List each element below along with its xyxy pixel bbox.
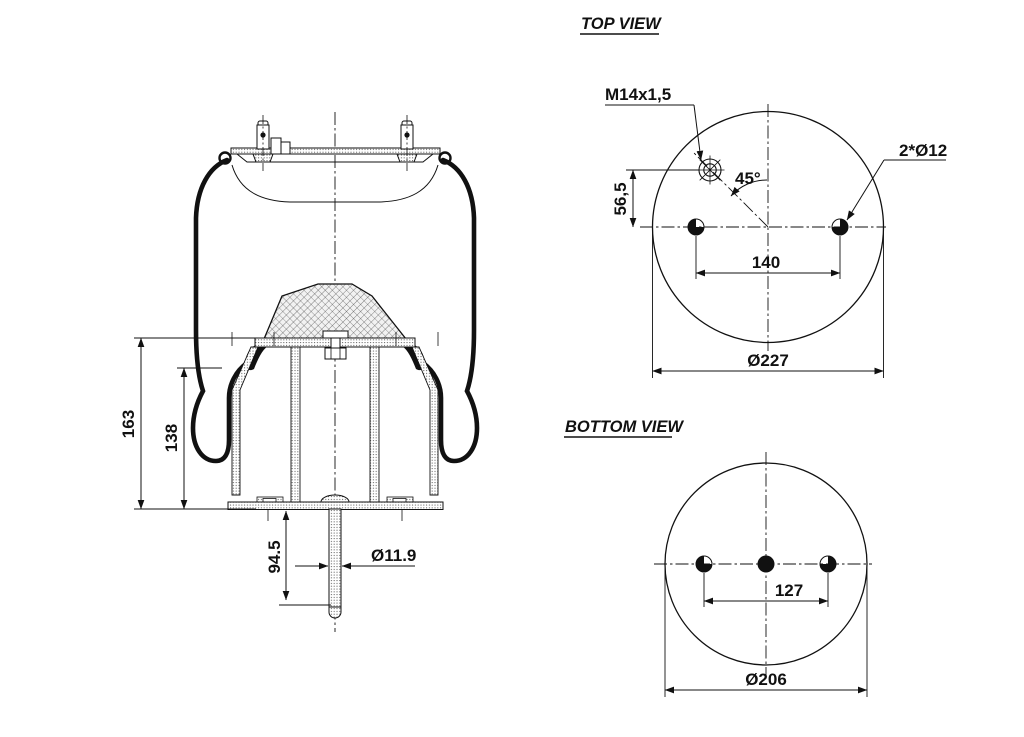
bottom-view-title: BOTTOM VIEW: [565, 418, 684, 436]
dim-height-163: 163: [119, 337, 278, 510]
dim-base-hole-spacing: 127: [703, 573, 829, 607]
piston-bottom-plate: [227, 501, 444, 510]
dim-rod-length-94-5: 94.5: [265, 510, 331, 606]
dim-label-140: 140: [752, 253, 780, 272]
top-view-title: TOP VIEW: [581, 15, 662, 33]
holes-callout: 2*Ø12: [846, 141, 947, 221]
angle-label: 45°: [735, 169, 761, 188]
piston: [227, 330, 444, 521]
stud-hole-left: [687, 218, 705, 236]
mounting-stud-left: [252, 115, 274, 171]
angle-dimension: 45°: [730, 169, 768, 197]
bumper-bolt-nut: [324, 347, 347, 360]
dim-label-94-5: 94.5: [265, 540, 284, 573]
dim-label-163: 163: [119, 410, 138, 438]
rod-hole-center: [757, 555, 775, 573]
air-fitting-port: [695, 155, 725, 185]
thread-callout: M14x1,5: [605, 85, 704, 161]
dim-label-227: Ø227: [747, 351, 789, 370]
bottom-view: BOTTOM VIEW 127 Ø206: [564, 418, 872, 697]
piston-rib-left: [290, 346, 301, 503]
rod-boss-dome: [320, 494, 350, 503]
dim-label-rod-diameter: Ø11.9: [371, 546, 416, 565]
stud-hole-right: [831, 218, 849, 236]
dim-label-127: 127: [775, 581, 803, 600]
dim-fitting-offset: 56,5: [611, 169, 699, 228]
thread-label: M14x1,5: [605, 85, 671, 104]
piston-wall-right: [411, 346, 439, 496]
piston-wall-left: [231, 346, 259, 496]
base-hole-right: [819, 555, 837, 573]
dim-label-206: Ø206: [745, 670, 787, 689]
dim-hole-spacing-140: 140: [695, 236, 841, 279]
base-hole-left: [695, 555, 713, 573]
dim-label-138: 138: [162, 424, 181, 452]
bellows-wall-left: [190, 157, 250, 464]
dim-rod-diameter: Ø11.9: [295, 546, 416, 570]
dim-plate-diameter: Ø227: [652, 230, 884, 378]
holes-label: 2*Ø12: [899, 141, 947, 160]
dim-lobe-height-138: 138: [162, 367, 222, 510]
top-view: TOP VIEW M14x1,5: [580, 15, 947, 378]
bellows-wall-right: [420, 157, 480, 464]
mounting-stud-right: [396, 115, 418, 171]
piston-rib-right: [369, 346, 380, 503]
dim-base-diameter: Ø206: [664, 567, 868, 697]
piston-rod: [328, 508, 342, 619]
bumper-bolt-head: [322, 330, 349, 339]
air-fitting-block: [270, 137, 291, 155]
side-view: 163 138 94.5 Ø11.9: [119, 112, 480, 632]
dim-label-56-5: 56,5: [611, 182, 630, 215]
